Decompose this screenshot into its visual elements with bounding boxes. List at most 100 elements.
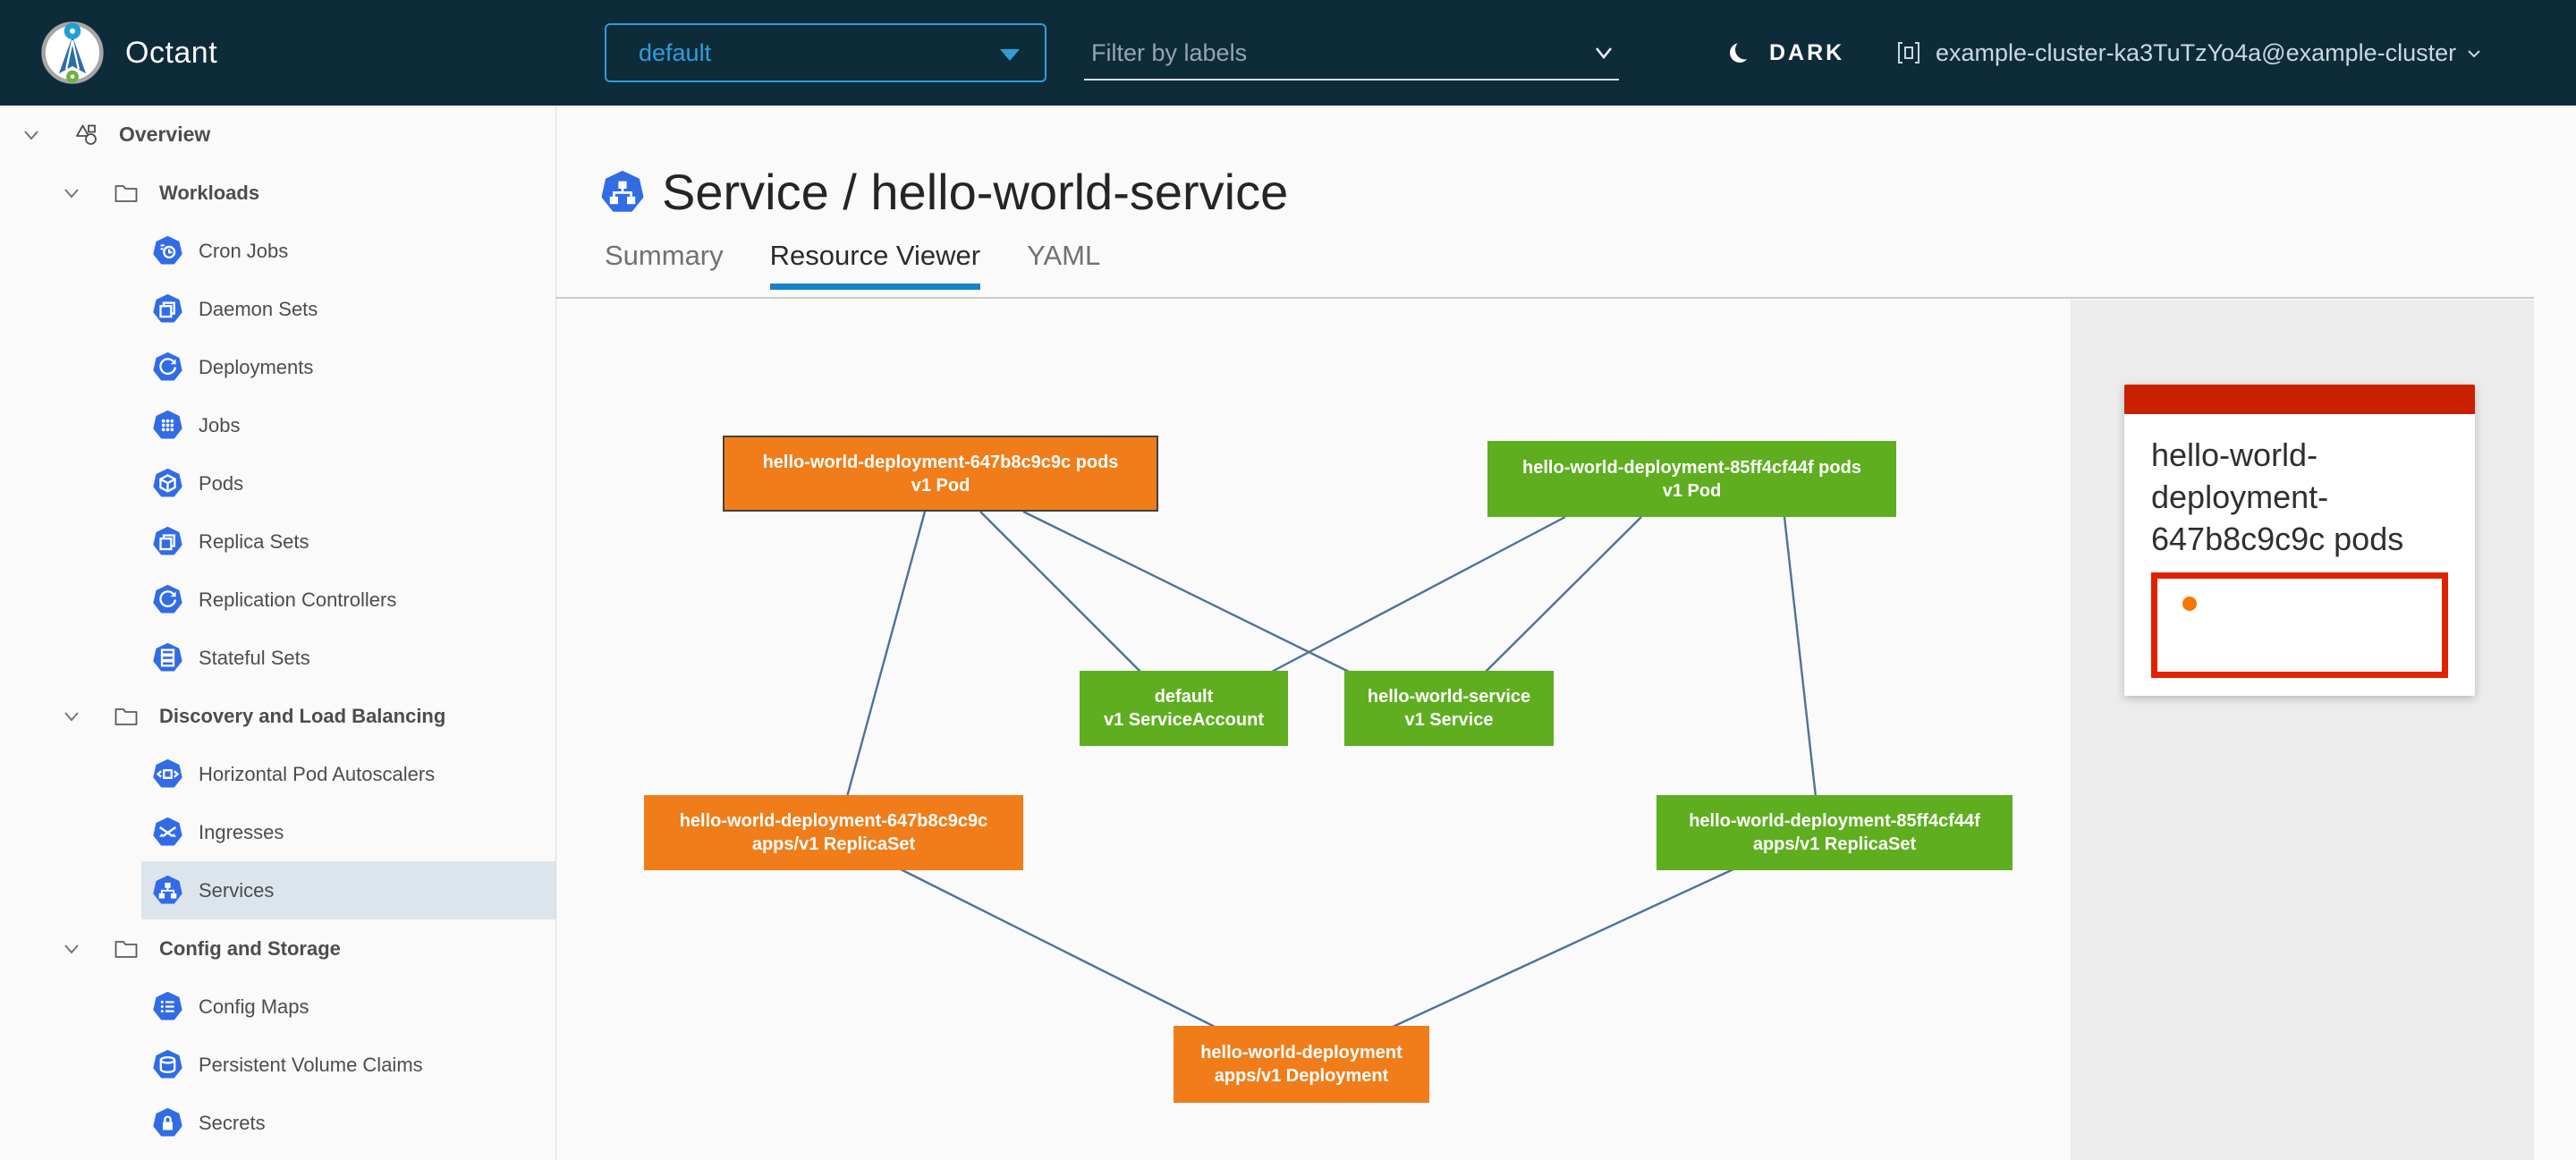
caret-down-icon <box>1000 49 1020 61</box>
sidebar-item-label: Persistent Volume Claims <box>199 1053 423 1076</box>
node-label-line1: hello-world-deployment-647b8c9c9c pods <box>762 452 1119 472</box>
cluster-icon <box>1894 38 1923 67</box>
chevron-down-icon[interactable] <box>62 183 81 203</box>
tab-resource-viewer[interactable]: Resource Viewer <box>769 240 981 290</box>
chevron-down-icon <box>2465 45 2483 67</box>
card-title: hello-world-deployment-647b8c9c9c pods <box>2151 436 2404 557</box>
pods-icon <box>153 469 182 498</box>
node-label-line2: v1 ServiceAccount <box>1104 710 1264 730</box>
sidebar-item-label: Workloads <box>159 181 260 204</box>
pvc-icon <box>153 1050 182 1080</box>
card-body: hello-world-deployment-647b8c9c9c pods <box>2124 414 2475 696</box>
sidebar-item-daemon-sets[interactable]: Daemon Sets <box>0 280 555 338</box>
pod-status-dot-icon <box>2182 597 2197 611</box>
daemon-sets-icon <box>153 294 182 324</box>
context-selector-label: example-cluster-ka3TuTzYo4a@example-clus… <box>1936 38 2457 66</box>
jobs-icon <box>153 411 182 440</box>
pod-status-box[interactable] <box>2151 572 2448 678</box>
node-label-line1: hello-world-deployment-85ff4cf44f pods <box>1522 457 1861 478</box>
services-icon <box>153 876 182 905</box>
scroll-gutter <box>2534 300 2576 1160</box>
graph-node-replicaset-85ff4cf44f[interactable]: hello-world-deployment-85ff4cf44f apps/v… <box>1657 795 2012 870</box>
folder-icon <box>113 703 140 730</box>
sidebar-item-label: Daemon Sets <box>199 297 318 320</box>
sidebar-item-label: Horizontal Pod Autoscalers <box>199 762 436 785</box>
sidebar-item-cron-jobs[interactable]: Cron Jobs <box>0 222 555 280</box>
sidebar-item-label: Replication Controllers <box>199 588 397 611</box>
app-header: Octant default DARK <box>0 0 2576 106</box>
node-label-line1: hello-world-deployment <box>1200 1043 1402 1063</box>
overview-icon <box>73 123 98 148</box>
sidebar-item-secrets[interactable]: Secrets <box>0 1094 555 1152</box>
graph-node-serviceaccount-default[interactable]: default v1 ServiceAccount <box>1080 671 1288 746</box>
app-title: Octant <box>125 35 218 70</box>
context-selector[interactable]: example-cluster-ka3TuTzYo4a@example-clus… <box>1894 0 2483 106</box>
moon-icon <box>1726 38 1757 68</box>
chevron-down-icon[interactable] <box>62 707 81 726</box>
chevron-down-icon[interactable] <box>1590 39 1617 71</box>
sidebar-item-label: Overview <box>119 123 211 146</box>
config-maps-icon <box>153 992 182 1021</box>
sidebar-item-horizontal-pod-autoscalers[interactable]: Horizontal Pod Autoscalers <box>0 745 555 803</box>
detail-panel: hello-world-deployment-647b8c9c9c pods <box>2071 300 2534 1160</box>
graph-node-pod-647b8c9c9c[interactable]: hello-world-deployment-647b8c9c9c pods v… <box>723 436 1158 512</box>
graph-node-deployment-hello-world[interactable]: hello-world-deployment apps/v1 Deploymen… <box>1174 1026 1429 1103</box>
hpa-icon <box>153 759 182 789</box>
graph-node-replicaset-647b8c9c9c[interactable]: hello-world-deployment-647b8c9c9c apps/v… <box>644 795 1023 870</box>
namespace-dropdown-value: default <box>639 38 712 66</box>
chevron-down-icon[interactable] <box>21 125 41 145</box>
replica-sets-icon <box>153 527 182 556</box>
sidebar-item-replica-sets[interactable]: Replica Sets <box>0 512 555 571</box>
sidebar-item-replication-controllers[interactable]: Replication Controllers <box>0 571 555 629</box>
sidebar-item-label: Jobs <box>199 413 241 436</box>
sidebar-item-label: Replica Sets <box>199 529 309 553</box>
sidebar-item-label: Services <box>199 878 275 902</box>
sidebar-item-label: Stateful Sets <box>199 646 310 669</box>
service-icon <box>601 170 644 214</box>
tab-summary[interactable]: Summary <box>605 240 724 271</box>
cron-jobs-icon <box>153 236 182 266</box>
theme-toggle-label: DARK <box>1769 39 1845 65</box>
graph-edges <box>843 510 1818 1029</box>
secrets-icon <box>153 1108 182 1138</box>
graph-node-service-hello-world[interactable]: hello-world-service v1 Service <box>1344 671 1554 746</box>
tab-bar: Summary Resource Viewer YAML <box>605 240 1100 290</box>
sidebar-item-label: Config Maps <box>199 995 309 1018</box>
theme-toggle-button[interactable]: DARK <box>1726 0 1844 106</box>
node-label-line1: hello-world-service <box>1367 687 1531 707</box>
sidebar-item-jobs[interactable]: Jobs <box>0 396 555 454</box>
sidebar-item-config-and-storage[interactable]: Config and Storage <box>0 919 555 978</box>
sidebar-item-pods[interactable]: Pods <box>0 454 555 512</box>
sidebar-item-label: Config and Storage <box>159 936 341 960</box>
label-filter <box>1084 27 1619 80</box>
sidebar-item-stateful-sets[interactable]: Stateful Sets <box>0 629 555 687</box>
sidebar-item-ingresses[interactable]: Ingresses <box>0 803 555 861</box>
graph-node-pod-85ff4cf44f[interactable]: hello-world-deployment-85ff4cf44f pods v… <box>1487 441 1896 517</box>
sidebar-item-label: Discovery and Load Balancing <box>159 704 446 727</box>
label-filter-input[interactable] <box>1089 32 1576 73</box>
sidebar-item-overview[interactable]: Overview <box>0 106 555 164</box>
sidebar-item-deployments[interactable]: Deployments <box>0 338 555 396</box>
chevron-down-icon[interactable] <box>62 939 81 959</box>
sidebar-item-persistent-volume-claims[interactable]: Persistent Volume Claims <box>0 1036 555 1094</box>
node-label-line1: hello-world-deployment-85ff4cf44f <box>1689 811 1980 831</box>
tab-yaml[interactable]: YAML <box>1027 240 1101 271</box>
sidebar-item-config-maps[interactable]: Config Maps <box>0 978 555 1036</box>
sidebar-item-services[interactable]: Services <box>0 861 555 919</box>
sidebar-item-discovery-and-load-balancing[interactable]: Discovery and Load Balancing <box>0 687 555 745</box>
card-status-bar <box>2124 385 2475 414</box>
node-label-line2: apps/v1 ReplicaSet <box>1752 834 1917 854</box>
sidebar-item-label: Secrets <box>199 1111 266 1134</box>
selected-node-card: hello-world-deployment-647b8c9c9c pods <box>2124 385 2475 696</box>
sidebar-item-label: Ingresses <box>199 820 284 843</box>
node-label-line2: v1 Service <box>1404 710 1494 730</box>
namespace-dropdown[interactable]: default <box>605 23 1046 82</box>
node-label-line2: v1 Pod <box>911 475 970 495</box>
stateful-sets-icon <box>153 643 182 673</box>
ingresses-icon <box>153 817 182 847</box>
sidebar-item-workloads[interactable]: Workloads <box>0 164 555 222</box>
folder-icon <box>113 936 140 962</box>
node-label-line2: apps/v1 Deployment <box>1214 1066 1389 1086</box>
deployments-icon <box>153 352 182 382</box>
